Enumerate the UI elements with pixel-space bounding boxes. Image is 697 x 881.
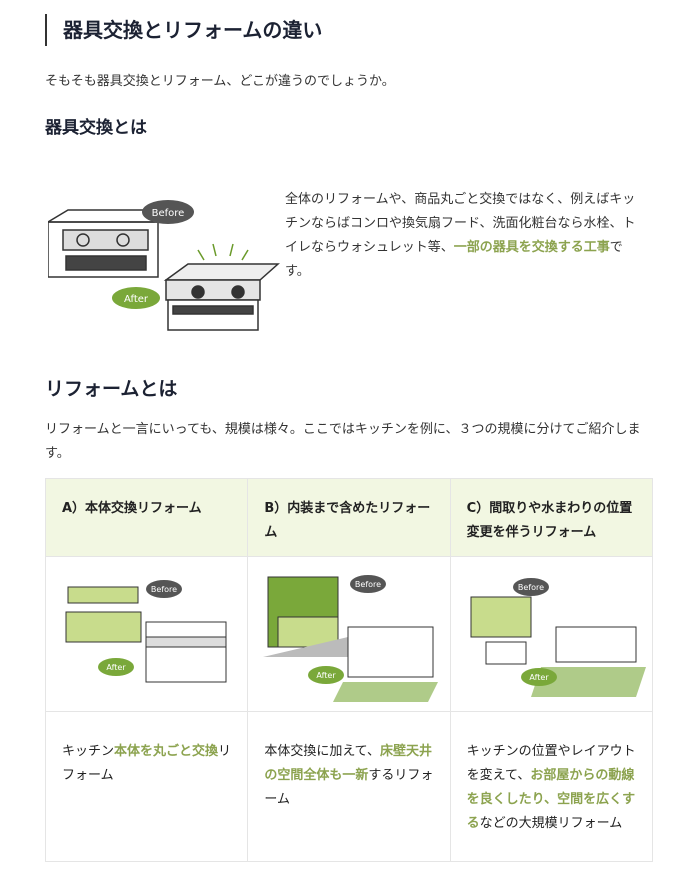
section-title-fixture-exchange: 器具交換とは <box>45 118 147 138</box>
section-title-reform: リフォームとは <box>45 378 178 400</box>
column-description-c: キッチンの位置やレイアウトを変えて、お部屋からの動線を良くしたり、空間を広くする… <box>449 711 654 862</box>
description-text: 本体交換に加えて、 <box>264 744 381 759</box>
description-highlight: 本体を丸ごと交換 <box>114 744 219 759</box>
page-heading: 器具交換とリフォームの違い <box>45 14 322 46</box>
description-highlight: 床壁天井の空間全体も一新 <box>264 744 433 783</box>
svg-text:Before: Before <box>152 208 185 219</box>
svg-text:After: After <box>529 673 549 682</box>
old-stove-icon <box>48 209 181 278</box>
fixture-exchange-description: 全体のリフォームや、商品丸ごと交換ではなく、例えばキッチンならばコンロや換気扇フ… <box>285 188 647 284</box>
column-header-a: A）本体交換リフォーム <box>44 478 249 557</box>
svg-text:After: After <box>106 663 126 672</box>
description-highlight: 一部の器具を交換する工事 <box>453 240 610 255</box>
description-text-end: リフォーム <box>62 744 232 783</box>
stove-exchange-illustration: Before After <box>48 200 280 331</box>
column-description-a: キッチン本体を丸ごと交換リフォーム <box>44 711 249 862</box>
kitchen-illustration-a: Before After <box>44 556 249 712</box>
svg-text:After: After <box>317 671 337 680</box>
before-badge: Before <box>142 200 194 224</box>
new-stove-icon <box>163 243 280 331</box>
column-header-c: C）間取りや水まわりの位置変更を伴うリフォーム <box>449 478 654 557</box>
reform-comparison-table: A）本体交換リフォーム B）内装まで含めたリフォーム C）間取りや水まわりの位置… <box>44 478 654 862</box>
description-text: 全体のリフォームや、商品丸ごと交換ではなく、例えばキッチンならばコンロや換気扇フ… <box>285 192 636 255</box>
description-text-end: するリフォーム <box>264 768 434 807</box>
svg-text:Before: Before <box>518 583 544 592</box>
svg-text:Before: Before <box>151 585 177 594</box>
description-text: キッチンの位置やレイアウトを変えて、 <box>466 744 636 783</box>
description-highlight: お部屋からの動線を良くしたり、空間を広くする <box>466 768 636 831</box>
column-description-b: 本体交換に加えて、床壁天井の空間全体も一新するリフォーム <box>247 711 451 862</box>
description-text-end: などの大規模リフォーム <box>479 816 623 831</box>
svg-text:Before: Before <box>355 580 381 589</box>
svg-text:After: After <box>124 294 149 305</box>
kitchen-illustration-c: Before After <box>449 556 654 712</box>
after-badge: After <box>112 287 160 309</box>
kitchen-illustration-b: Before After <box>247 556 451 712</box>
column-header-b: B）内装まで含めたリフォーム <box>247 478 451 557</box>
reform-description: リフォームと一言にいっても、規模は様々。ここではキッチンを例に、３つの規模に分け… <box>45 422 641 461</box>
description-text-end: です。 <box>285 240 623 279</box>
description-text: キッチン <box>62 744 115 759</box>
intro-text: そもそも器具交換とリフォーム、どこが違うのでしょうか。 <box>45 74 395 89</box>
